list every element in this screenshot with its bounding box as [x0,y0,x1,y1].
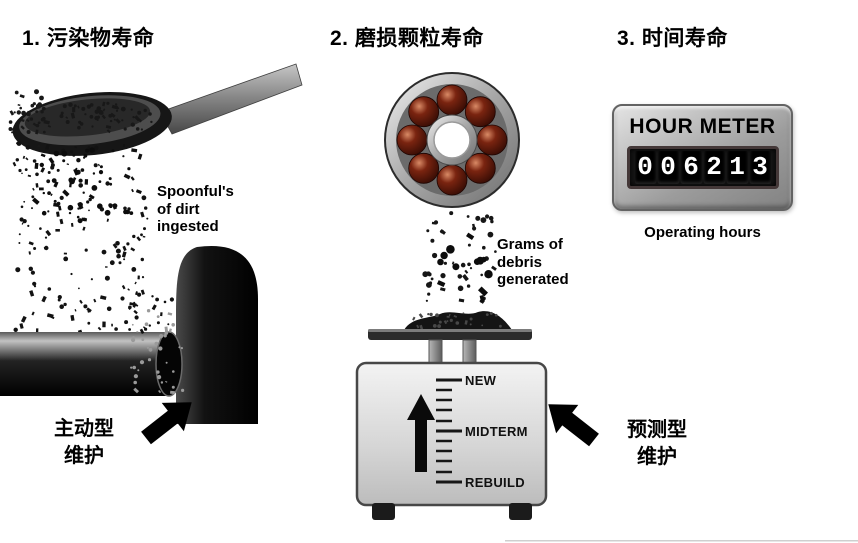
proactive-maintenance-label: 主动型 维护 [54,418,114,467]
predictive-maintenance-label: 预测型 维护 [627,419,687,468]
scale-foot-right [509,503,532,520]
scale-foot-left [372,503,395,520]
scale-label-rebuild: REBUILD [465,475,525,490]
scale-post-left [428,339,443,366]
debris-stream [422,211,497,304]
scale-body [355,361,548,507]
scale-post-right [462,339,477,366]
debris-caption: Grams of debris generated [497,236,569,289]
machine-slab [176,245,258,424]
spoon-dirt-heap [26,101,153,135]
dirt-caption: Spoonful's of dirt ingested [157,183,234,236]
dirt-in-opening [130,309,185,395]
bearing-balls [396,84,508,196]
bearing-illustration [384,72,520,208]
scale-illustration [355,311,548,520]
debris-pile-specks [412,311,502,330]
dirt-stream [12,141,149,337]
proactive-arrow-icon [141,402,192,445]
dirt-above-opening [120,292,174,335]
scale-label-new: NEW [465,373,497,388]
panel1-heading: 1. 污染物寿命 [22,27,155,50]
cylinder-opening [155,331,183,397]
spoon-handle [159,63,303,135]
machine-housing [0,245,258,424]
operating-hours-caption: Operating hours [644,224,761,241]
predictive-arrow-icon [548,404,599,447]
scale-ticks [436,378,462,484]
panel2-heading: 2. 磨损颗粒寿命 [330,27,484,50]
spoon-illustration [8,63,303,156]
hour-meter-title: HOUR METER [629,115,776,138]
debris-pile [404,311,512,330]
bottom-edge-line [505,540,858,542]
panel3-heading: 3. 时间寿命 [617,27,728,50]
scale-platform-highlight [368,329,532,332]
scale-arrow-icon [407,394,435,472]
machine-cylinder [0,332,170,396]
scale-label-midterm: MIDTERM [465,424,528,439]
